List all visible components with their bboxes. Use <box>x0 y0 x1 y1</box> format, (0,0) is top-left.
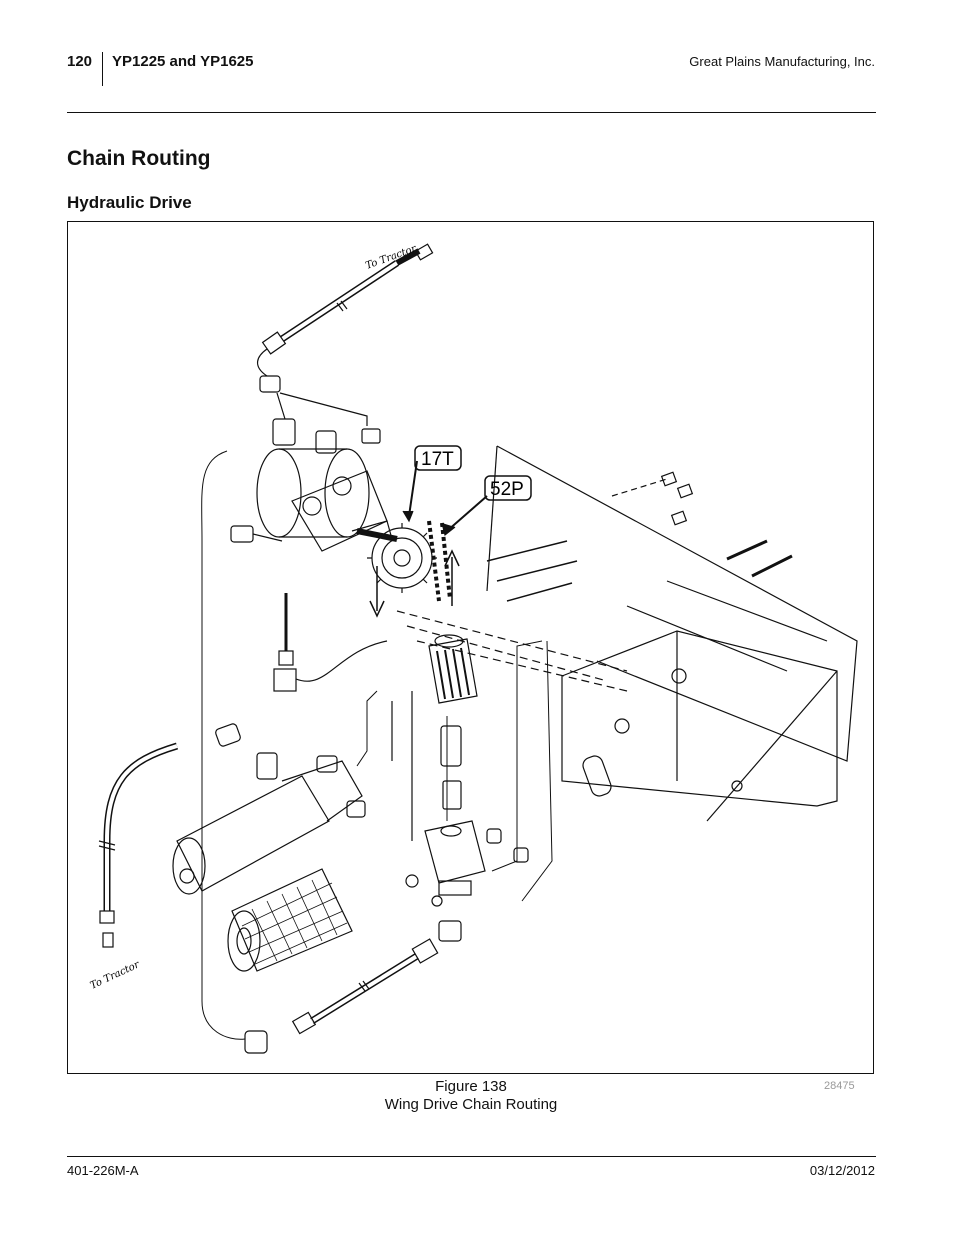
section-subheading: Hydraulic Drive <box>67 193 192 212</box>
to-tractor-label-bottom: To Tractor <box>89 959 143 992</box>
mounting-bracket-icon <box>486 445 858 822</box>
filter-element-icon <box>227 868 353 972</box>
valve-body-icon <box>405 820 529 907</box>
hydraulic-hose-icon <box>98 723 241 948</box>
figure-frame <box>67 221 874 1074</box>
hydraulic-hose-icon <box>244 920 462 1054</box>
document-number: 401-226M-A <box>67 1163 139 1178</box>
page-number: 120 <box>67 53 93 70</box>
figure-image-id: 28475 <box>824 1080 855 1092</box>
fitting-icon <box>259 375 381 454</box>
callout-52p: 52P <box>490 479 524 500</box>
footer-rule <box>67 1156 876 1157</box>
header-rule <box>67 112 876 113</box>
document-title: YP1225 and YP1625 <box>112 53 254 70</box>
callout-17t: 17T <box>421 449 454 470</box>
roller-chain-icon <box>427 520 452 602</box>
bolt-icon <box>486 471 793 602</box>
hydraulic-motor-icon <box>230 448 393 552</box>
hydraulic-hose-icon <box>257 243 434 377</box>
exploded-assembly-drawing: 17T 52P To Tractor To Tractor <box>89 243 858 1054</box>
flow-control-icon <box>428 634 478 704</box>
sensor-icon <box>273 593 388 692</box>
document-date: 03/12/2012 <box>809 1163 875 1178</box>
hydraulic-filter-icon <box>172 752 366 895</box>
figure-caption: Wing Drive Chain Routing <box>384 1096 558 1113</box>
figure-number: Figure 138 <box>435 1078 507 1095</box>
company-name: Great Plains Manufacturing, Inc. <box>689 54 875 69</box>
section-heading: Chain Routing <box>67 147 211 170</box>
header-divider <box>102 52 103 86</box>
